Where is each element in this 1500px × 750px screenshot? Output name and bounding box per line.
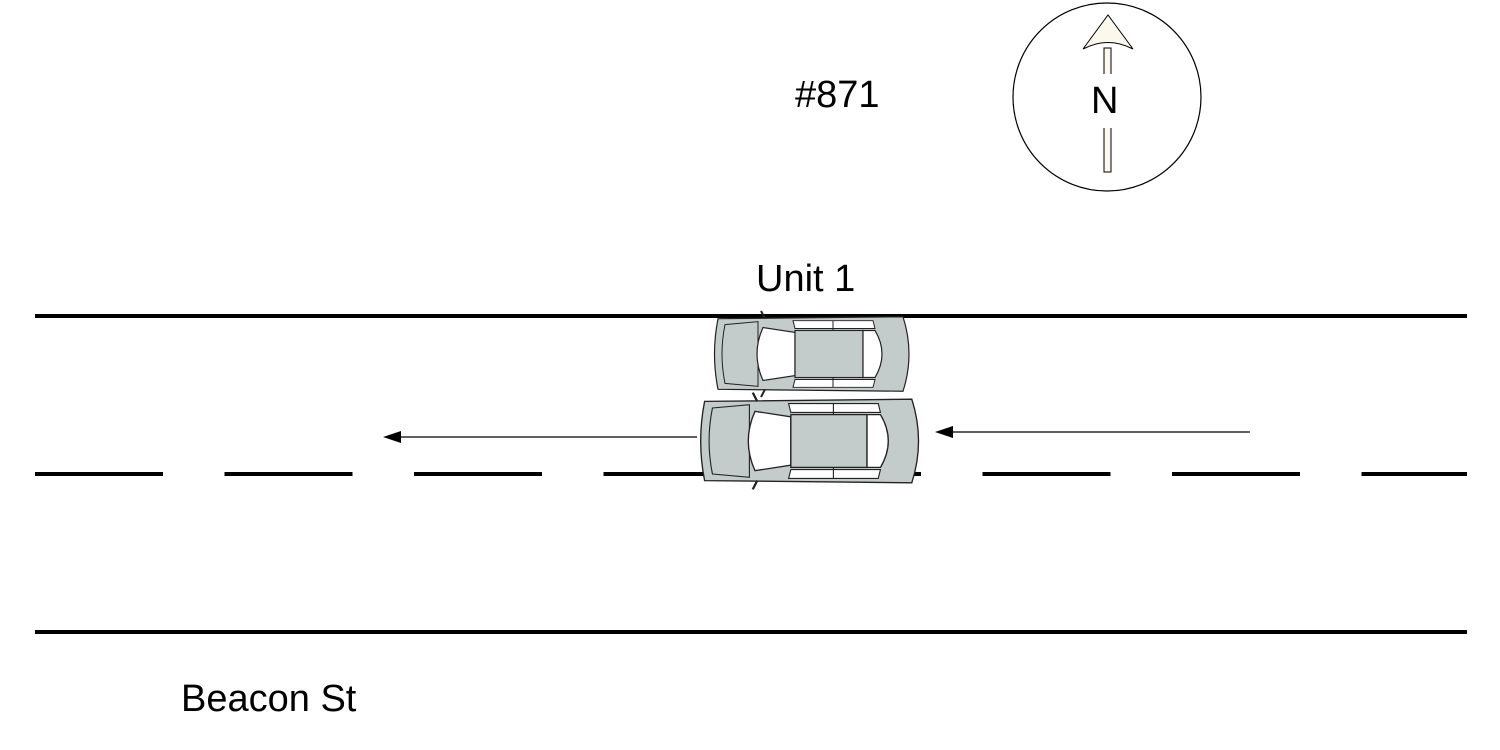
- street-name: Beacon St: [181, 678, 357, 720]
- case-number: #871: [795, 74, 880, 116]
- vehicle-unit-2: [699, 391, 920, 491]
- direction-arrow-approach: [935, 426, 1250, 438]
- north-arrow-icon: [1012, 2, 1202, 192]
- vehicle-unit-1: [713, 309, 910, 399]
- north-label: N: [1091, 80, 1119, 122]
- vehicle-label: Unit 1: [756, 258, 856, 300]
- direction-arrow-west: [383, 431, 697, 443]
